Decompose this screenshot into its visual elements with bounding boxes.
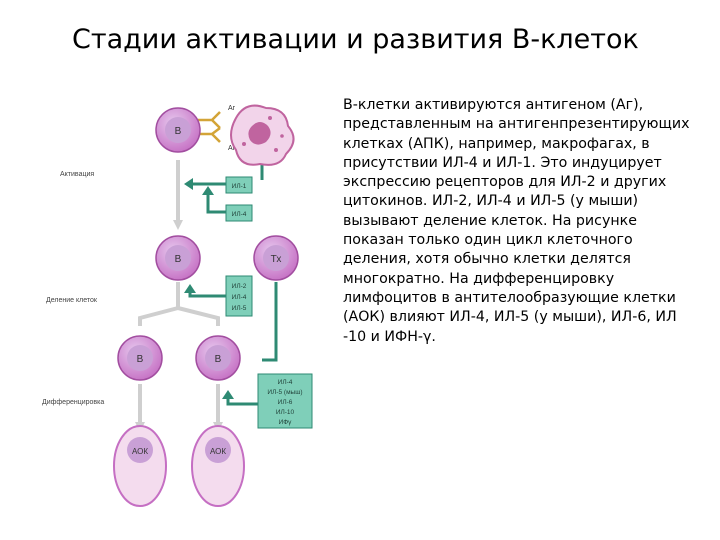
arrow-b2-split — [138, 282, 220, 326]
b-cell-diff-right: В — [195, 335, 241, 381]
macrophage-apc — [230, 104, 295, 166]
head-il4 — [202, 186, 214, 195]
stage-division: Деление клеток — [46, 297, 98, 304]
box3-line-0: ИЛ-2 — [232, 283, 247, 290]
t-helper-cell: Тх — [253, 235, 299, 281]
green-arrowheads — [184, 178, 234, 399]
box3-line-1: ИЛ-4 — [232, 294, 247, 301]
head-diff — [222, 390, 234, 399]
gray-arrows — [135, 160, 223, 432]
b-cell-label-2: В — [175, 254, 182, 265]
b-cell-diff-left: В — [117, 335, 163, 381]
antigen-label-bottom: Аг — [228, 145, 236, 152]
box1-line-0: ИЛ-1 — [232, 183, 247, 190]
antigen-label-top: Аг — [228, 105, 236, 112]
b-cell-diagram: Аг Аг В В Тх В В АОК — [42, 104, 313, 507]
aok-label-left: АОК — [132, 447, 148, 456]
b-cell-label-3: В — [137, 354, 144, 365]
stage-differentiation: Дифференцировка — [42, 399, 104, 406]
box4-line-2: ИЛ-6 — [278, 399, 293, 406]
b-cell-label-1: В — [175, 126, 182, 137]
b-cell-division: В — [155, 235, 201, 281]
cytokine-box-1: ИЛ-1 — [225, 176, 253, 194]
b-cell-label-4: В — [215, 354, 222, 365]
box4-line-1: ИЛ-5 (мыш) — [267, 389, 302, 396]
box2-line-0: ИЛ-4 — [232, 211, 247, 218]
arrow-th-down — [262, 282, 278, 362]
head-b2 — [184, 284, 196, 293]
aok-cell-right: АОК — [191, 425, 245, 507]
body-text: В-клетки активируются антигеном (Аг), пр… — [343, 97, 690, 345]
box4-line-4: ИФγ — [279, 419, 293, 426]
stage-activation: Активация — [60, 171, 94, 178]
cytokine-box-2: ИЛ-4 — [225, 204, 253, 222]
cytokine-box-4: ИЛ-4 ИЛ-5 (мыш) ИЛ-6 ИЛ-10 ИФγ — [257, 373, 313, 429]
head-il1 — [184, 178, 193, 190]
slide-title: Стадии активации и развития В-клеток — [72, 24, 639, 55]
cytokine-box-3: ИЛ-2 ИЛ-4 ИЛ-5 — [225, 275, 253, 317]
box3-line-2: ИЛ-5 — [232, 305, 247, 312]
b-cell-activation: В — [155, 107, 201, 153]
aok-cell-left: АОК — [113, 425, 167, 507]
box4-line-0: ИЛ-4 — [278, 379, 293, 386]
aok-label-right: АОК — [210, 447, 226, 456]
t-cell-label: Тх — [271, 254, 282, 265]
box4-line-3: ИЛ-10 — [276, 409, 295, 416]
arrow-il4-to-b — [206, 192, 226, 214]
